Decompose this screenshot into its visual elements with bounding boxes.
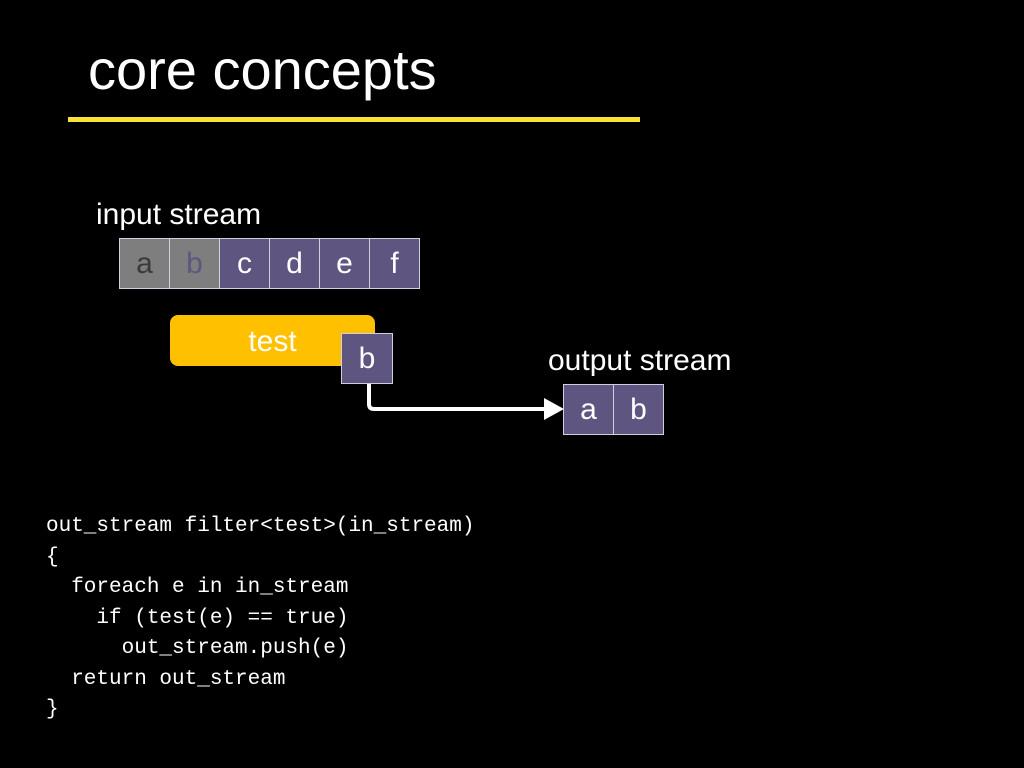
input-cell-e: e bbox=[319, 238, 370, 289]
test-label: test bbox=[248, 325, 297, 358]
code-line: return out_stream bbox=[46, 667, 286, 691]
input-cell-f: f bbox=[369, 238, 420, 289]
input-cell-b: b bbox=[169, 238, 220, 289]
code-line: } bbox=[46, 698, 59, 721]
code-line: if (test(e) == true) bbox=[46, 606, 349, 630]
code-line: out_stream filter<test>(in_stream) bbox=[46, 515, 475, 538]
output-stream: a b bbox=[563, 384, 664, 435]
test-predicate-box: test bbox=[170, 315, 375, 366]
slide-title: core concepts bbox=[88, 38, 437, 101]
filter-code-block: out_stream filter<test>(in_stream) { fore… bbox=[46, 512, 474, 726]
input-cell-d: d bbox=[269, 238, 320, 289]
input-stream: a b c d e f bbox=[119, 238, 420, 289]
flow-arrowhead bbox=[544, 398, 564, 420]
input-cell-a: a bbox=[119, 238, 170, 289]
code-line: { bbox=[46, 545, 59, 569]
code-line: foreach e in in_stream bbox=[46, 576, 349, 599]
title-underline bbox=[68, 117, 640, 122]
output-stream-label: output stream bbox=[548, 344, 732, 377]
output-cell-a: a bbox=[563, 384, 614, 435]
flow-arrow-path bbox=[367, 384, 545, 411]
input-stream-label: input stream bbox=[96, 198, 262, 231]
code-line: out_stream.push(e) bbox=[46, 637, 349, 660]
current-element-cell: b bbox=[341, 333, 393, 384]
output-cell-b: b bbox=[613, 384, 664, 435]
